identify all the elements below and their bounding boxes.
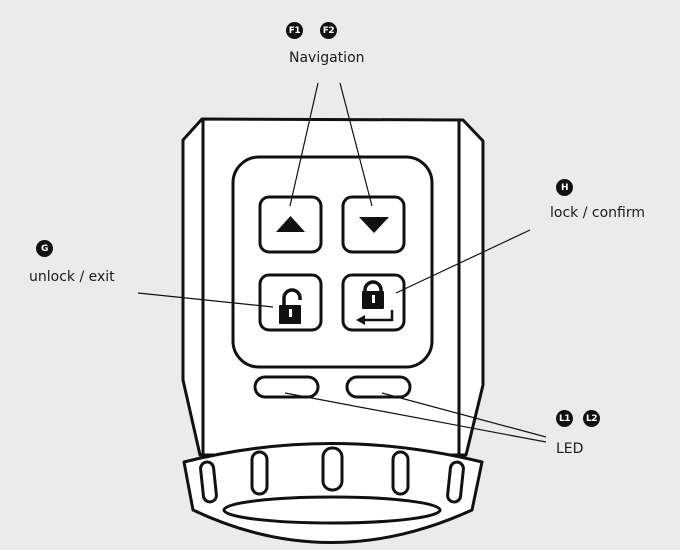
arrow-down-icon: [359, 217, 389, 233]
keypad-panel: [231, 155, 434, 369]
badge-h: H: [556, 179, 573, 196]
arrow-up-icon: [276, 216, 305, 232]
led-2: [345, 375, 412, 399]
bezel-slot: [321, 446, 344, 492]
lock-confirm-label: lock / confirm: [550, 205, 645, 221]
badge-f2: F2: [320, 22, 337, 39]
badge-g: G: [36, 240, 53, 257]
badge-f1: F1: [286, 22, 303, 39]
leader-lines: [137, 82, 547, 443]
badge-l2: L2: [583, 410, 600, 427]
bezel-inner-ellipse: [222, 495, 442, 525]
bezel-slot: [199, 460, 218, 504]
lock-enter-icon: [356, 280, 394, 325]
unlock-exit-label: unlock / exit: [29, 269, 115, 285]
unlock-button[interactable]: [258, 273, 323, 332]
bezel-slot: [250, 450, 269, 496]
navigation-label: Navigation: [289, 50, 365, 66]
led-label: LED: [556, 441, 584, 457]
bezel-slot: [446, 460, 465, 504]
bezel-slot: [391, 450, 410, 496]
led-1: [253, 375, 320, 399]
badge-l1: L1: [556, 410, 573, 427]
unlock-icon: [279, 288, 302, 324]
